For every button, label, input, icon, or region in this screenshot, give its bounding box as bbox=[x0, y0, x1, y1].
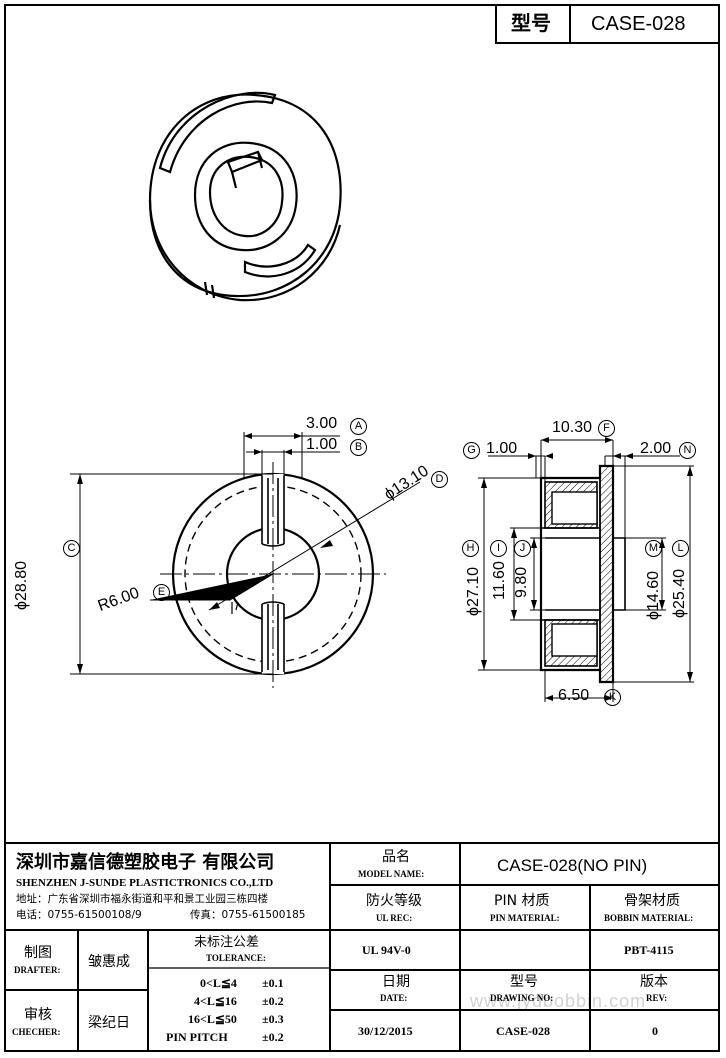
tag-i: I bbox=[490, 540, 507, 557]
tag-j: J bbox=[514, 540, 531, 557]
tolerance-value: ±0.3 bbox=[262, 1012, 284, 1026]
tolerance-range: PIN PITCH bbox=[166, 1030, 228, 1044]
tolerance-range: 16<L≦50 bbox=[188, 1012, 237, 1026]
dim-outer-diameter: ϕ28.80 bbox=[13, 561, 30, 610]
tag-e: E bbox=[153, 584, 170, 601]
dim-3-00: 3.00 bbox=[306, 415, 338, 432]
drafter-label-en: DRAFTER: bbox=[14, 965, 61, 975]
tag-l: L bbox=[672, 540, 689, 557]
company-name-cn: 深圳市嘉信德塑胶电子 有限公司 bbox=[16, 852, 275, 873]
tag-k: K bbox=[604, 689, 621, 706]
dim-n-2-00: 2.00 bbox=[640, 440, 672, 457]
tolerance-value: ±0.2 bbox=[262, 994, 284, 1008]
date-label-en: DATE: bbox=[380, 993, 408, 1003]
watermark-text: www.jydbobbin.com bbox=[470, 991, 647, 1011]
tag-n: N bbox=[679, 442, 696, 459]
dim-i: 11.60 bbox=[491, 561, 508, 600]
tag-d: D bbox=[431, 471, 448, 488]
rev-label-en: REV: bbox=[646, 993, 668, 1003]
ul-rec-label-en: UL REC: bbox=[376, 913, 413, 923]
drawing-sheet bbox=[4, 4, 720, 1052]
date-label-cn: 日期 bbox=[382, 974, 410, 990]
title-block-grid bbox=[4, 842, 720, 1052]
side-section-view bbox=[478, 437, 694, 702]
drawing-no-value: CASE-028 bbox=[496, 1024, 551, 1038]
dim-l: ϕ25.40 bbox=[671, 569, 688, 618]
company-phone: 电话：0755-61500108/9 bbox=[16, 909, 142, 921]
tolerance-range: 4<L≦16 bbox=[194, 994, 237, 1008]
checker-label-cn: 审核 bbox=[24, 1007, 52, 1023]
rev-label-cn: 版本 bbox=[640, 974, 668, 990]
company-name-en: SHENZHEN J-SUNDE PLASTICTRONICS CO.,LTD bbox=[16, 877, 274, 889]
tag-f: F bbox=[598, 420, 615, 437]
bobbin-material-value: PBT-4115 bbox=[624, 943, 674, 957]
dim-m: ϕ14.60 bbox=[645, 571, 662, 620]
dim-g-1-00: 1.00 bbox=[486, 440, 518, 457]
tolerance-value: ±0.1 bbox=[262, 976, 284, 990]
dim-k: 6.50 bbox=[558, 687, 590, 704]
isometric-view bbox=[148, 91, 342, 302]
ul-rec-label-cn: 防火等级 bbox=[366, 893, 422, 909]
model-name-label-cn: 品名 bbox=[382, 849, 410, 865]
tolerance-label-en: TOLERANCE: bbox=[206, 953, 266, 963]
type-label: 型号 bbox=[511, 11, 551, 35]
dim-j: 9.80 bbox=[513, 566, 530, 598]
type-value: CASE-028 bbox=[591, 13, 686, 35]
tolerance-value: ±0.2 bbox=[262, 1030, 284, 1044]
tag-a: A bbox=[350, 418, 367, 435]
date-value: 30/12/2015 bbox=[358, 1024, 413, 1038]
tolerance-range: 0<L≦4 bbox=[200, 976, 237, 990]
drawing-no-label-cn: 型号 bbox=[510, 974, 538, 990]
tag-g: G bbox=[463, 442, 480, 459]
tolerance-label-cn: 未标注公差 bbox=[194, 935, 260, 950]
ul-value: UL 94V-0 bbox=[362, 943, 411, 957]
pin-material-label-en: PIN MATERIAL: bbox=[490, 913, 560, 923]
drafter-label-cn: 制图 bbox=[24, 945, 52, 961]
drafter-name: 皱惠成 bbox=[88, 954, 130, 970]
tag-h: H bbox=[462, 540, 479, 557]
model-name-value: CASE-028(NO PIN) bbox=[497, 856, 648, 875]
model-name-label-en: MODEL NAME: bbox=[358, 869, 425, 879]
bobbin-material-label-cn: 骨架材质 bbox=[624, 893, 680, 909]
pin-material-label-cn: PIN 材质 bbox=[494, 893, 550, 909]
checker-label-en: CHECHER: bbox=[12, 1027, 61, 1037]
rev-value: 0 bbox=[652, 1024, 658, 1038]
type-header: 型号 CASE-028 bbox=[495, 4, 720, 44]
tag-b: B bbox=[350, 439, 367, 456]
company-fax: 传真：0755-61500185 bbox=[190, 909, 306, 921]
tag-m: M bbox=[645, 540, 662, 557]
front-view bbox=[70, 432, 421, 688]
dim-1-00: 1.00 bbox=[306, 436, 338, 453]
dim-h: ϕ27.10 bbox=[465, 567, 482, 616]
dim-10-30: 10.30 bbox=[552, 419, 593, 436]
drawing-no-label-en: DRAWING NO: bbox=[490, 993, 554, 1003]
company-address: 地址：广东省深圳市福永街道和平和景工业园三栋四楼 bbox=[16, 893, 268, 905]
checker-name: 梁纪日 bbox=[88, 1015, 130, 1031]
bobbin-material-label-en: BOBBIN MATERIAL: bbox=[604, 913, 694, 923]
tag-c: C bbox=[63, 540, 80, 557]
